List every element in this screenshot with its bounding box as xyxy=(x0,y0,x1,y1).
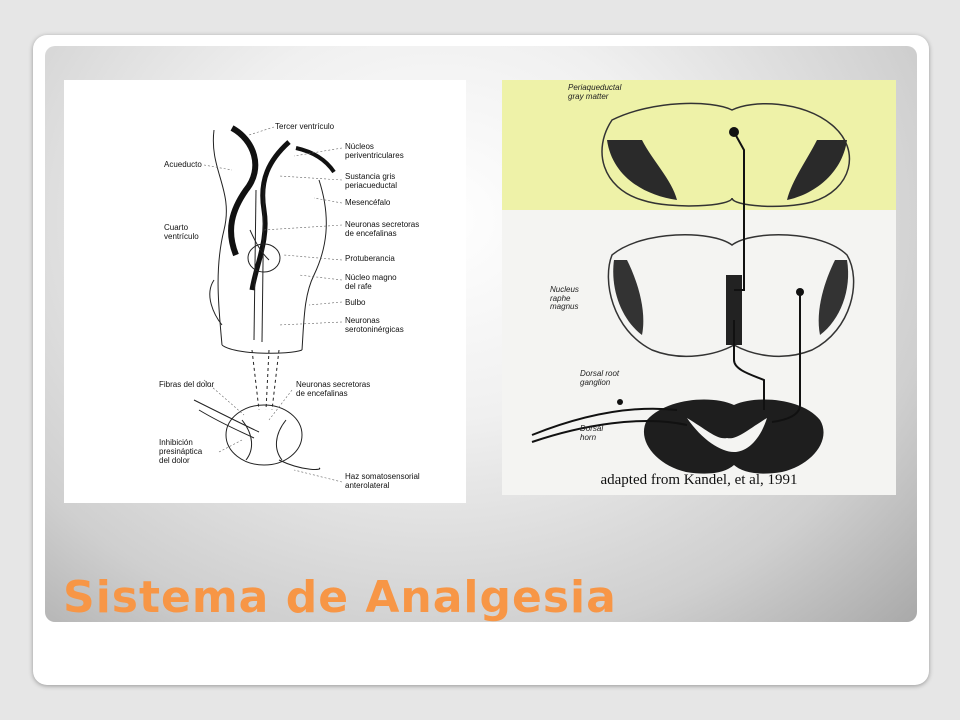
label-bulbo: Bulbo xyxy=(345,298,366,307)
pain-pathway-drawing xyxy=(502,80,896,495)
label-mesencefalo: Mesencéfalo xyxy=(345,198,391,207)
brainstem-diagram-spanish: Tercer ventrículo Acueducto Núcleos peri… xyxy=(64,80,466,503)
label-cuarto-ventriculo: Cuarto ventrículo xyxy=(164,223,199,241)
label-periaqueductal: Periaqueductal gray matter xyxy=(568,83,622,101)
label-haz-somatosensorial: Haz somatosensorial anterolateral xyxy=(345,472,420,490)
kandel-pain-pathway-figure: Periaqueductal gray matter Nucleus raphe… xyxy=(502,80,896,495)
label-acueducto: Acueducto xyxy=(164,160,202,169)
label-fibras-dolor: Fibras del dolor xyxy=(159,380,215,389)
content-panel: Tercer ventrículo Acueducto Núcleos peri… xyxy=(45,46,917,622)
slide-title: Sistema de Analgesia xyxy=(63,572,617,623)
label-tercer-ventriculo: Tercer ventrículo xyxy=(275,122,335,131)
slide-frame: Tercer ventrículo Acueducto Núcleos peri… xyxy=(33,35,929,685)
label-inhibicion: Inhibición presináptica del dolor xyxy=(159,438,203,465)
label-protuberancia: Protuberancia xyxy=(345,254,395,263)
label-sustancia-gris: Sustancia gris periacueductal xyxy=(345,172,398,190)
brainstem-drawing xyxy=(193,125,343,483)
label-neuronas-encefalinas-bottom: Neuronas secretoras de encefalinas xyxy=(296,380,371,398)
label-dorsal-horn: Dorsal horn xyxy=(580,424,604,442)
label-nucleo-magno: Núcleo magno del rafe xyxy=(345,273,397,291)
label-neuronas-encefalinas-top: Neuronas secretoras de encefalinas xyxy=(345,220,420,238)
label-neuronas-serotoninergicas: Neuronas serotoninérgicas xyxy=(345,316,404,334)
figure-caption: adapted from Kandel, et al, 1991 xyxy=(600,472,798,488)
label-nucleos-periventriculares: Núcleos periventriculares xyxy=(345,142,404,160)
label-nucleus-raphe-magnus: Nucleus raphe magnus xyxy=(550,285,579,311)
label-dorsal-root-ganglion: Dorsal root ganglion xyxy=(580,369,620,387)
